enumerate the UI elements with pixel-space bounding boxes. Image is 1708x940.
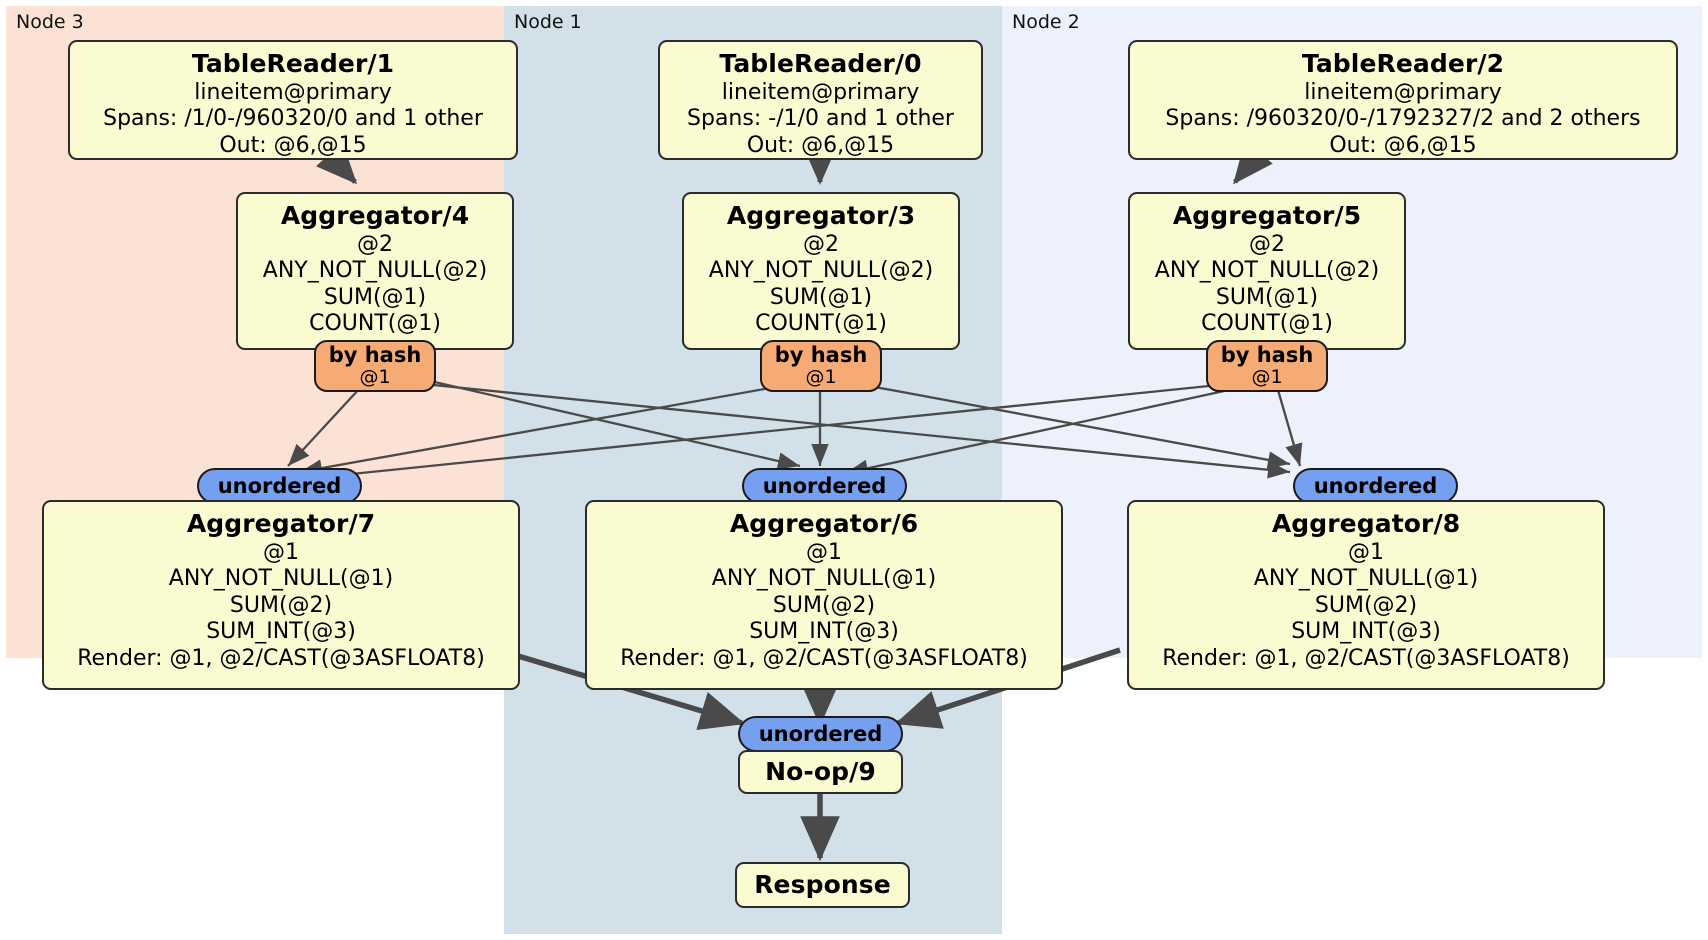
processor-line: Spans: /960320/0-/1792327/2 and 2 others	[1165, 106, 1641, 132]
processor-line: Render: @1, @2/CAST(@3ASFLOAT8)	[1162, 645, 1570, 671]
node-label-node2: Node 2	[1012, 11, 1080, 33]
processor-title: Aggregator/6	[729, 509, 919, 538]
processor-line: @2	[357, 231, 393, 257]
processor-tablereader-2[interactable]: TableReader/2 lineitem@primary Spans: /9…	[1128, 40, 1678, 160]
receiver-badge-label: unordered	[217, 473, 342, 498]
processor-line: Spans: /1/0-/960320/0 and 1 other	[103, 106, 483, 132]
processor-line: SUM(@2)	[229, 592, 333, 618]
processor-line: @2	[1249, 231, 1285, 257]
processor-title: Aggregator/4	[280, 201, 470, 230]
processor-line: SUM_INT(@3)	[749, 619, 899, 645]
processor-line: @1	[806, 539, 842, 565]
processor-aggregator-6[interactable]: Aggregator/6 @1 ANY_NOT_NULL(@1) SUM(@2)…	[585, 500, 1063, 690]
node-label-node1: Node 1	[514, 11, 582, 33]
receiver-badge-unordered-right[interactable]: unordered	[1293, 468, 1458, 504]
processor-line: SUM_INT(@3)	[1291, 619, 1441, 645]
processor-line: ANY_NOT_NULL(@2)	[262, 258, 488, 284]
processor-line: Out: @6,@15	[746, 132, 895, 158]
processor-line: ANY_NOT_NULL(@1)	[1253, 566, 1479, 592]
processor-line: COUNT(@1)	[309, 311, 441, 337]
processor-line: SUM_INT(@3)	[206, 619, 356, 645]
processor-line: @2	[803, 231, 839, 257]
processor-line: COUNT(@1)	[1201, 311, 1333, 337]
processor-line: ANY_NOT_NULL(@1)	[168, 566, 394, 592]
processor-line: Spans: -/1/0 and 1 other	[687, 106, 954, 132]
processor-title: TableReader/0	[719, 49, 922, 78]
processor-tablereader-0[interactable]: TableReader/0 lineitem@primary Spans: -/…	[658, 40, 983, 160]
processor-response[interactable]: Response	[735, 862, 910, 908]
receiver-badge-label: unordered	[762, 473, 887, 498]
processor-line: lineitem@primary	[1304, 79, 1502, 105]
processor-line: SUM(@2)	[1314, 592, 1418, 618]
processor-line: Out: @6,@15	[219, 132, 367, 158]
node-label-node3: Node 3	[16, 11, 84, 33]
processor-line: @1	[263, 539, 299, 565]
processor-title: Aggregator/7	[186, 509, 376, 538]
processor-line: lineitem@primary	[721, 79, 920, 105]
processor-line: Out: @6,@15	[1329, 132, 1477, 158]
processor-aggregator-4[interactable]: Aggregator/4 @2 ANY_NOT_NULL(@2) SUM(@1)…	[236, 192, 514, 350]
receiver-badge-unordered-final[interactable]: unordered	[738, 716, 903, 752]
processor-tablereader-1[interactable]: TableReader/1 lineitem@primary Spans: /1…	[68, 40, 518, 160]
processor-no-op-9[interactable]: No-op/9	[738, 750, 903, 794]
processor-line: SUM(@1)	[323, 284, 427, 310]
processor-title: TableReader/2	[1301, 49, 1505, 78]
processor-title: TableReader/1	[191, 49, 395, 78]
processor-title: Aggregator/8	[1271, 509, 1461, 538]
router-badge-column: @1	[805, 366, 837, 389]
processor-title: Aggregator/3	[726, 201, 916, 230]
router-badge-label: by hash	[774, 343, 868, 368]
router-badge-by-hash-mid[interactable]: by hash @1	[760, 340, 882, 392]
processor-aggregator-8[interactable]: Aggregator/8 @1 ANY_NOT_NULL(@1) SUM(@2)…	[1127, 500, 1605, 690]
processor-title: No-op/9	[765, 757, 876, 787]
processor-title: Response	[754, 870, 891, 900]
processor-line: ANY_NOT_NULL(@2)	[708, 258, 934, 284]
receiver-badge-unordered-left[interactable]: unordered	[197, 468, 362, 504]
processor-aggregator-3[interactable]: Aggregator/3 @2 ANY_NOT_NULL(@2) SUM(@1)…	[682, 192, 960, 350]
processor-aggregator-7[interactable]: Aggregator/7 @1 ANY_NOT_NULL(@1) SUM(@2)…	[42, 500, 520, 690]
processor-aggregator-5[interactable]: Aggregator/5 @2 ANY_NOT_NULL(@2) SUM(@1)…	[1128, 192, 1406, 350]
processor-line: Render: @1, @2/CAST(@3ASFLOAT8)	[620, 645, 1028, 671]
processor-title: Aggregator/5	[1172, 201, 1362, 230]
router-badge-column: @1	[359, 366, 391, 389]
router-badge-by-hash-right[interactable]: by hash @1	[1206, 340, 1328, 392]
processor-line: Render: @1, @2/CAST(@3ASFLOAT8)	[77, 645, 485, 671]
processor-line: lineitem@primary	[194, 79, 392, 105]
receiver-badge-label: unordered	[758, 721, 883, 746]
processor-line: SUM(@1)	[1215, 284, 1319, 310]
processor-line: SUM(@2)	[772, 592, 876, 618]
processor-line: ANY_NOT_NULL(@1)	[711, 566, 937, 592]
router-badge-label: by hash	[328, 343, 422, 368]
processor-line: @1	[1348, 539, 1384, 565]
receiver-badge-unordered-mid[interactable]: unordered	[742, 468, 907, 504]
processor-line: ANY_NOT_NULL(@2)	[1154, 258, 1380, 284]
processor-line: COUNT(@1)	[755, 311, 887, 337]
router-badge-label: by hash	[1220, 343, 1314, 368]
router-badge-column: @1	[1251, 366, 1283, 389]
processor-line: SUM(@1)	[769, 284, 873, 310]
router-badge-by-hash-left[interactable]: by hash @1	[314, 340, 436, 392]
receiver-badge-label: unordered	[1313, 473, 1438, 498]
